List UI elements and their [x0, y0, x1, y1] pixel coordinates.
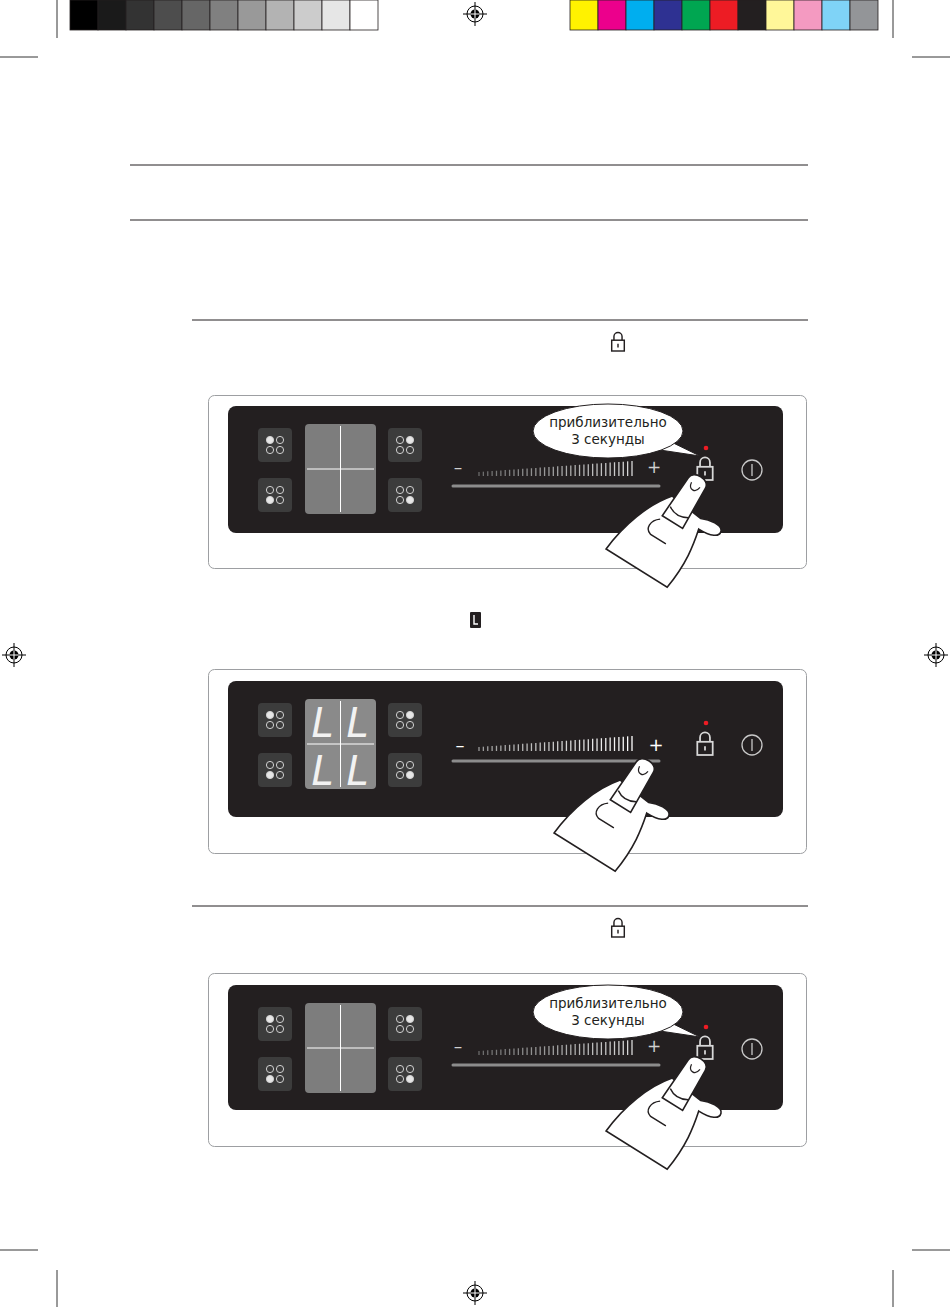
zone-button [258, 428, 292, 462]
display-symbol: L [311, 703, 335, 743]
slider-sign: + [647, 1038, 661, 1055]
zone-button [388, 703, 422, 737]
slider-sign: – [456, 736, 465, 754]
hand [554, 738, 688, 879]
slider-sign: – [454, 1038, 463, 1055]
slider-sign: + [647, 459, 661, 476]
display [305, 1003, 376, 1093]
power-button [742, 460, 762, 480]
zone-button [388, 753, 422, 787]
zone-button [388, 1057, 422, 1091]
zone-button [388, 1007, 422, 1041]
lock-icon [697, 732, 712, 755]
lock-icon [697, 1036, 712, 1059]
registration-mark [2, 643, 26, 667]
speech-bubble: приблизительно 3 секунды [533, 985, 683, 1039]
registration-mark [924, 643, 948, 667]
panel-figure [209, 670, 807, 880]
display-symbol: L [346, 703, 370, 743]
slider-sign: + [648, 736, 663, 754]
rule-line [130, 165, 808, 906]
registration-mark [463, 2, 487, 26]
callout-text: приблизительно 3 секунды [548, 995, 668, 1029]
zone-button [388, 478, 422, 512]
lock-icon [612, 333, 625, 351]
hand [606, 454, 740, 595]
power-button [742, 1039, 762, 1059]
zone-button [258, 478, 292, 512]
zone-button [258, 703, 292, 737]
panel-figure [209, 974, 807, 1178]
lock-icon [612, 919, 625, 937]
panel-figure [209, 396, 807, 596]
registration-mark [463, 1281, 487, 1305]
slider-sign: – [454, 459, 463, 476]
speech-bubble: приблизительно 3 секунды [533, 404, 683, 458]
zone-button [258, 1007, 292, 1041]
power-button [742, 735, 762, 755]
zone-button [258, 753, 292, 787]
display-symbol: L [346, 751, 370, 791]
zone-button [388, 428, 422, 462]
hand [606, 1036, 740, 1177]
display [305, 424, 376, 514]
color-bar [70, 0, 878, 30]
display-l-icon [470, 612, 481, 628]
zone-button [258, 1057, 292, 1091]
callout-text: приблизительно 3 секунды [548, 414, 668, 448]
display-symbol: L [311, 751, 335, 791]
